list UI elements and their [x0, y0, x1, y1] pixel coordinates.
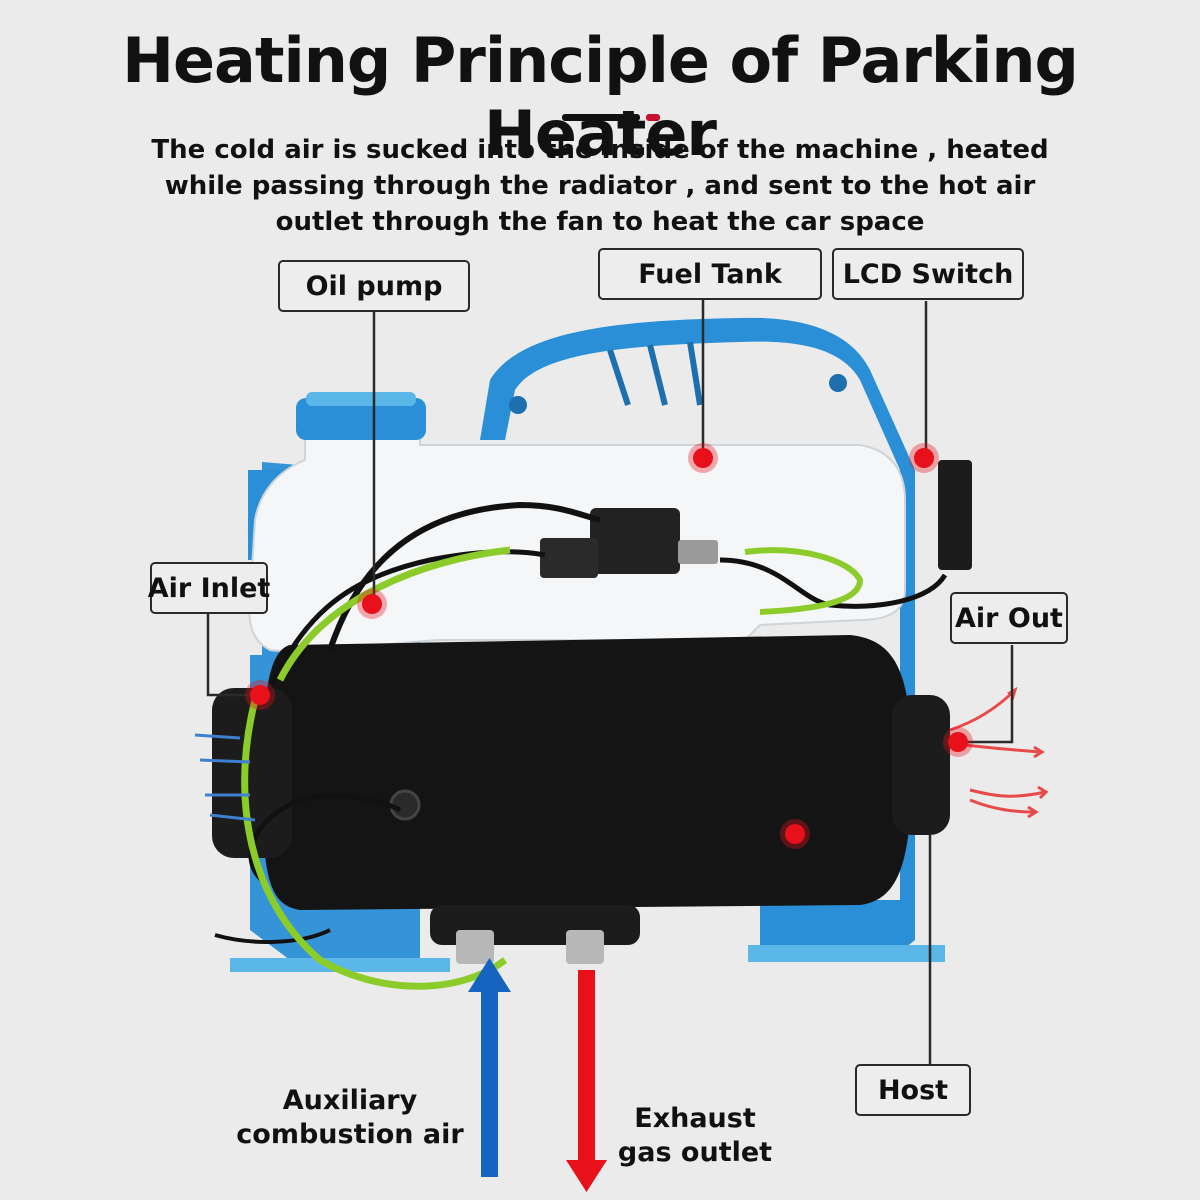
page-title: Heating Principle of Parking Heater	[122, 24, 1079, 170]
callout-air-out: Air Out	[950, 592, 1068, 644]
title-underline	[562, 114, 640, 121]
callout-fuel-tank: Fuel Tank	[598, 248, 822, 300]
callout-leader-lines	[206, 299, 1014, 1064]
principle-description: The cold air is sucked into the inside o…	[151, 135, 1049, 237]
callout-host: Host	[855, 1064, 971, 1116]
exhaust-arrow	[566, 970, 607, 1192]
auxiliary-air-label: Auxiliary combustion air	[236, 1085, 464, 1150]
exhaust-label: Exhaust gas outlet	[617, 1103, 773, 1168]
heater-host-body	[212, 635, 950, 964]
callout-oil-pump: Oil pump	[278, 260, 470, 312]
wires-and-fuel-lines	[214, 501, 948, 990]
oil-pump-unit	[540, 460, 972, 578]
callout-lcd-switch: LCD Switch	[832, 248, 1024, 300]
callout-air-inlet: Air Inlet	[148, 562, 270, 614]
auxiliary-air-arrow	[468, 958, 511, 1177]
red-markers	[245, 443, 973, 849]
air-in-flow-arrows	[194, 733, 256, 822]
title-underline-accent	[646, 114, 660, 121]
fuel-tank-body	[248, 392, 906, 653]
hot-air-out-flow-arrows	[949, 686, 1049, 819]
